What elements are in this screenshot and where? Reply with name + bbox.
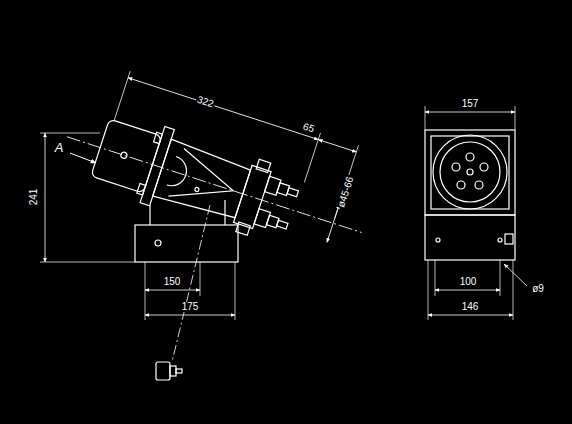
pump-assembly bbox=[54, 59, 387, 271]
stand-base bbox=[135, 225, 238, 262]
dimension-label: 150 bbox=[163, 277, 182, 287]
end-view-base bbox=[425, 215, 515, 260]
dimension-label: ø9 bbox=[531, 284, 545, 294]
plug bbox=[156, 362, 170, 380]
end-view-housing bbox=[425, 130, 515, 215]
dimension-label: 322 bbox=[195, 94, 216, 109]
dimension-label: 146 bbox=[461, 302, 480, 312]
dimension-label: 157 bbox=[461, 99, 480, 109]
dimension-label: 65 bbox=[301, 121, 317, 135]
dimension-label: A bbox=[54, 141, 65, 154]
dimension-label: 241 bbox=[29, 188, 39, 207]
dimension-label: 100 bbox=[459, 277, 478, 287]
dimension-label: ø45-66 bbox=[336, 174, 356, 209]
connector-face bbox=[433, 135, 507, 209]
dimension-label: 175 bbox=[181, 302, 200, 312]
